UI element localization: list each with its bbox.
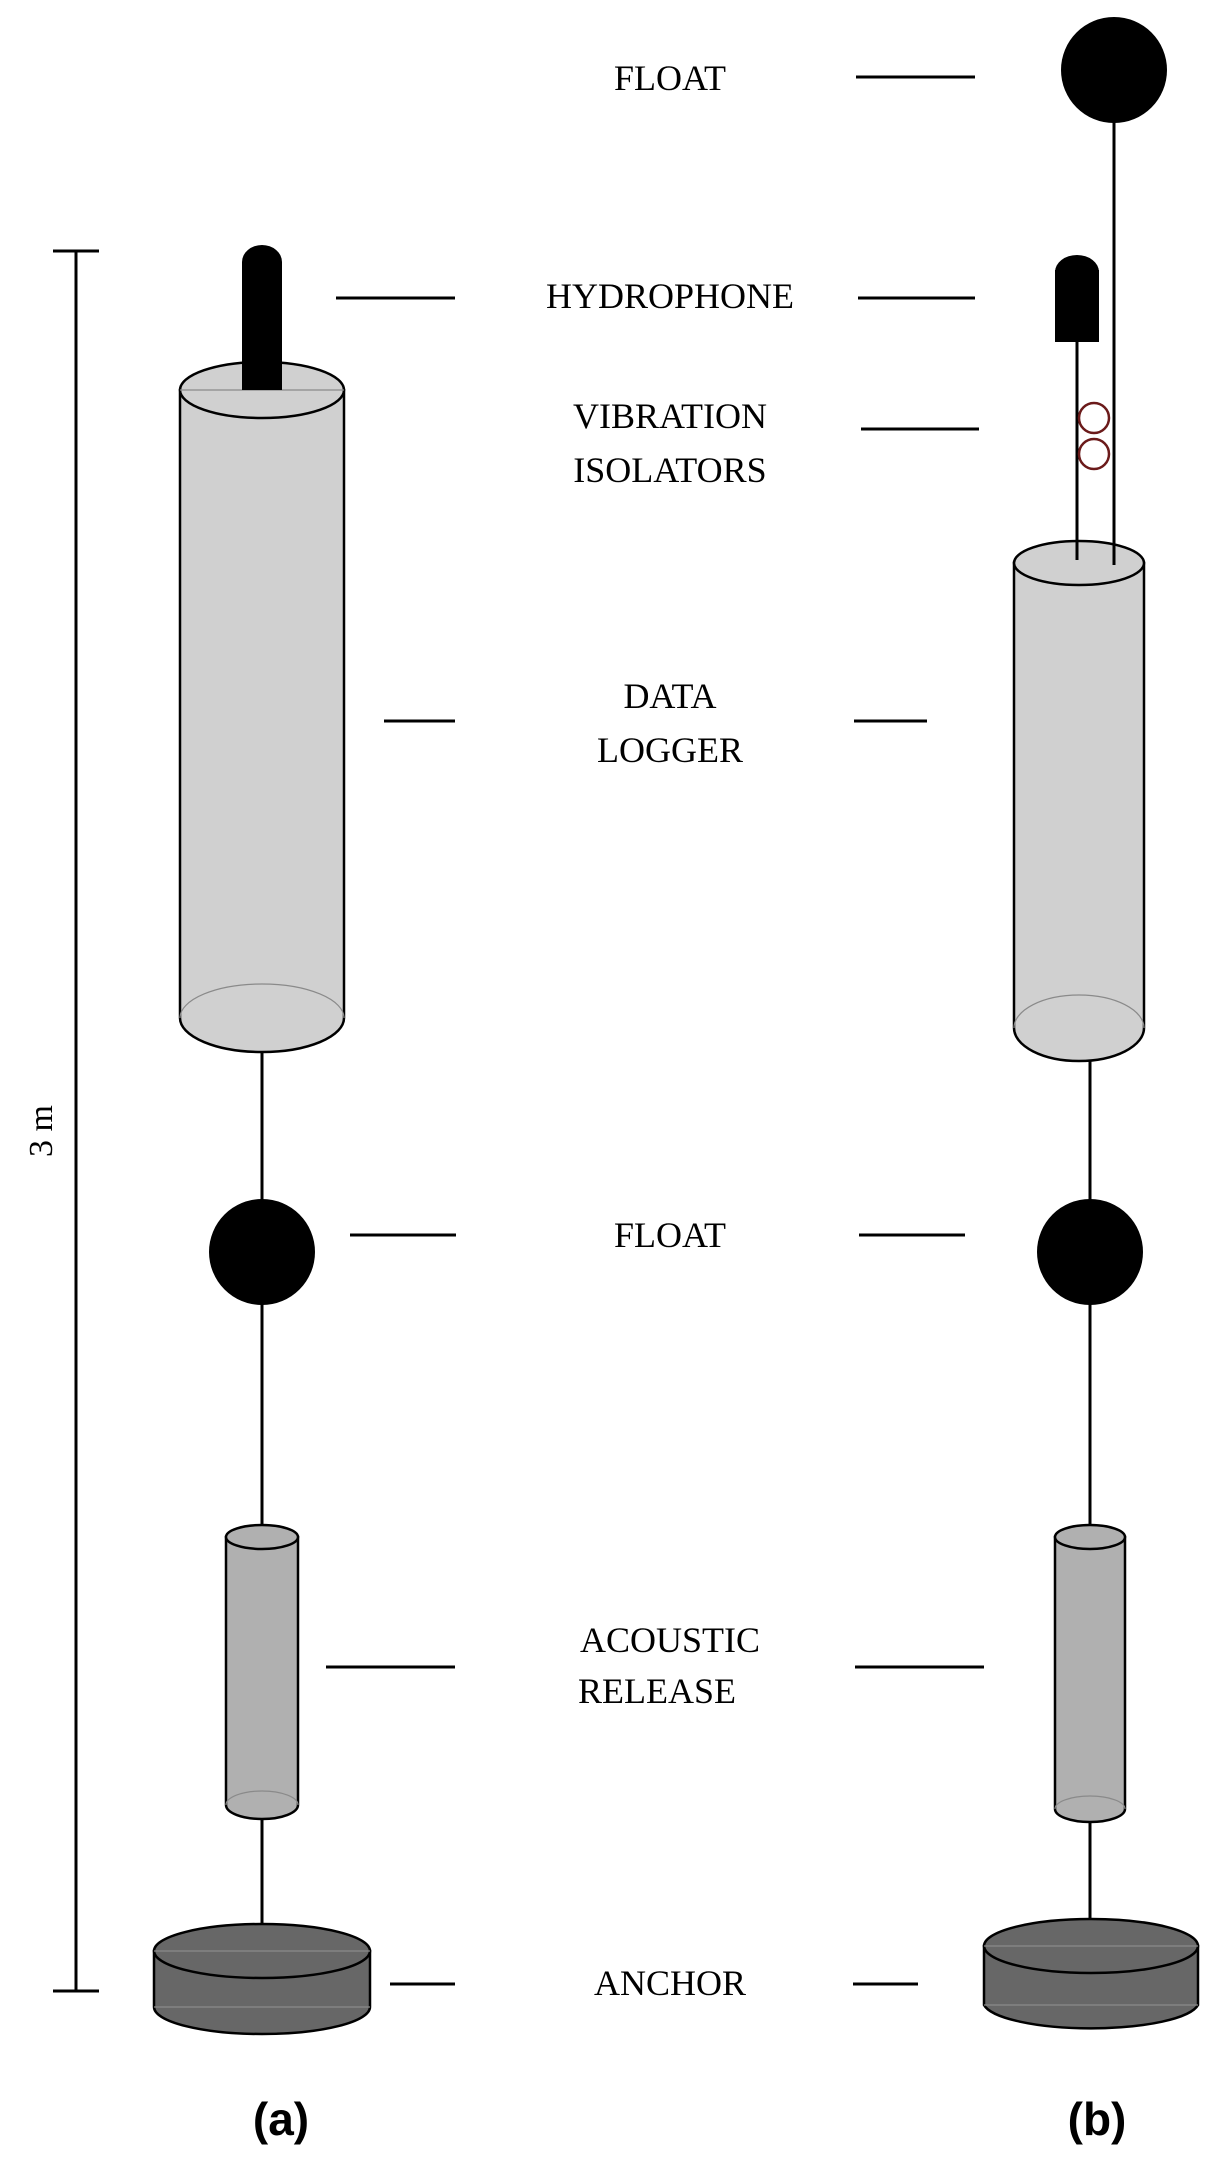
label-vibration-isolators-line2: ISOLATORS [573,450,766,490]
anchor-a [152,1922,372,2036]
acoustic-release-seam-b [1054,1795,1126,1810]
component-labels: FLOAT HYDROPHONE VIBRATION ISOLATORS DAT… [546,58,794,2003]
acoustic-release-body-b [1053,1535,1127,1824]
label-hydrophone: HYDROPHONE [546,276,794,316]
acoustic-release-a [224,1523,300,1821]
float-a [209,1199,315,1305]
acoustic-release-top-b [1053,1523,1127,1551]
data-logger-top-b [1012,539,1146,587]
label-acoustic-release-line1: ACOUSTIC [580,1620,760,1660]
label-vibration-isolators-line1: VIBRATION [573,396,767,436]
scale-bar: 3 m [23,249,99,1993]
label-float-top: FLOAT [614,58,726,98]
data-logger-seam-a [179,983,345,1019]
hydrophone-tip-a [242,245,282,279]
hydrophone-b [1055,255,1099,342]
data-logger-seam-b [1013,994,1145,1029]
acoustic-release-seam-a [225,1790,299,1806]
anchor-b [982,1917,1200,2030]
data-logger-body-a [178,388,346,1054]
vibration-isolator-1-b [1077,401,1111,435]
scale-bar-label: 3 m [23,1105,60,1157]
panel-label-a: (a) [253,2093,309,2145]
data-logger-a [178,360,346,1054]
float-top-b [1061,17,1167,123]
float-b [1037,1199,1143,1305]
data-logger-body-b [1012,561,1146,1063]
label-data-logger-line1: DATA [623,676,716,716]
label-float-mid: FLOAT [614,1215,726,1255]
mooring-a [152,245,372,2036]
label-data-logger-line2: LOGGER [597,730,743,770]
acoustic-release-top-a [224,1523,300,1551]
hydrophone-tip-b [1055,255,1099,289]
data-logger-b [1012,539,1146,1063]
label-anchor: ANCHOR [594,1963,746,2003]
panel-label-b: (b) [1068,2093,1127,2145]
hydrophone-body-a [242,262,282,390]
leader-lines [326,75,984,1986]
mooring-b [982,17,1200,2030]
acoustic-release-body-a [224,1535,300,1821]
acoustic-release-b [1053,1523,1127,1824]
hydrophone-a [242,245,282,390]
label-acoustic-release-line2: RELEASE [578,1671,736,1711]
vibration-isolator-2-b [1077,437,1111,471]
